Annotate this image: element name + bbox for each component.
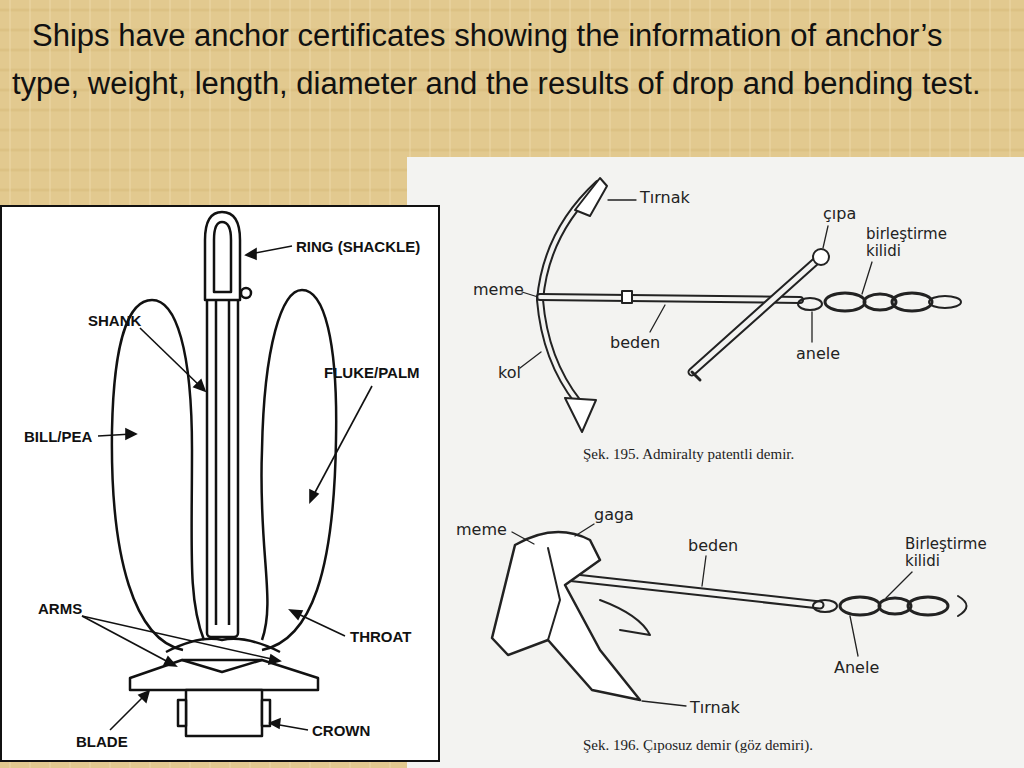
part-label: FLUKE/PALM xyxy=(324,364,420,381)
part-label: gaga xyxy=(594,505,634,524)
part-label: Tırnak xyxy=(640,188,690,207)
part-label: THROAT xyxy=(350,628,411,645)
part-label: CROWN xyxy=(312,722,370,739)
part-label: meme xyxy=(456,520,507,539)
part-label: kol xyxy=(498,363,521,382)
part-label: SHANK xyxy=(88,312,141,329)
caption: Şek. 195. Admiralty patentli demir. xyxy=(583,446,794,463)
part-label: BLADE xyxy=(76,733,128,750)
part-label: çıpa xyxy=(823,204,856,223)
part-label: ARMS xyxy=(38,600,82,617)
part-label: Tırnak xyxy=(690,698,740,717)
part-label: meme xyxy=(473,280,524,299)
part-label: Birleştirme kilidi xyxy=(905,536,1010,570)
part-label: BILL/PEA xyxy=(24,428,92,445)
part-label: RING (SHACKLE) xyxy=(296,238,420,255)
part-label: Anele xyxy=(834,658,879,677)
part-label: beden xyxy=(688,536,738,555)
part-label: anele xyxy=(796,344,840,363)
caption: Şek. 196. Çıposuz demir (göz demiri). xyxy=(583,737,813,754)
part-label: birleştirme kilidi xyxy=(866,226,966,260)
page-title: Ships have anchor certificates showing t… xyxy=(12,12,1012,108)
part-label: beden xyxy=(610,333,660,352)
